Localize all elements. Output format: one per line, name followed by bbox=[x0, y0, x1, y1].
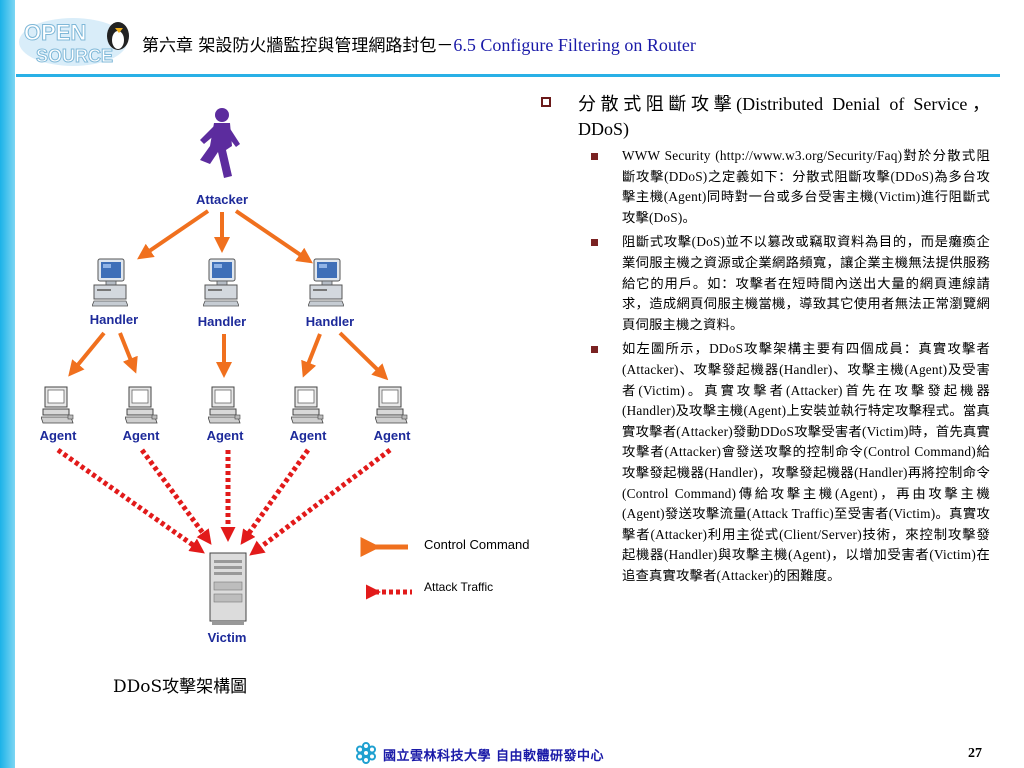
handler-node: Handler bbox=[198, 258, 246, 329]
victim-node: Victim bbox=[208, 552, 247, 645]
square-bullet-icon bbox=[591, 153, 598, 160]
main-bullet-text: 分散式阻斷攻擊(Distributed Denial of Service，DD… bbox=[578, 94, 990, 139]
handler-label: Handler bbox=[198, 314, 246, 329]
square-bullet-icon bbox=[591, 346, 598, 354]
agent-node: Agent bbox=[123, 386, 161, 443]
handler-label: Handler bbox=[90, 312, 138, 327]
svg-text:OPEN: OPEN bbox=[24, 20, 86, 45]
header-title-zh: 第六章 架設防火牆監控與管理網路封包－ bbox=[142, 36, 454, 56]
attacker-label: Attacker bbox=[196, 192, 248, 207]
attacker-node: Attacker bbox=[196, 108, 248, 207]
sub-bullet-text: 如左圖所示，DDoS攻擊架構主要有四個成員：真實攻擊者(Attacker)、攻擊… bbox=[622, 341, 990, 583]
snowflake-icon bbox=[356, 742, 376, 764]
running-person-icon bbox=[200, 108, 240, 178]
agent-computer-icon bbox=[208, 386, 241, 424]
left-accent-bar bbox=[0, 0, 15, 768]
handler-node: Handler bbox=[90, 258, 138, 327]
content-panel: 分散式阻斷攻擊(Distributed Denial of Service，DD… bbox=[538, 92, 990, 590]
sub-bullet-item: 阻斷式攻擊(DoS)並不以篡改或竊取資料為目的，而是癱瘓企業伺服主機之資源或企業… bbox=[538, 232, 990, 335]
attack-traffic-arrows bbox=[56, 447, 392, 556]
agent-label: Agent bbox=[40, 428, 78, 443]
agent-label: Agent bbox=[374, 428, 412, 443]
handler-computer-icon bbox=[92, 258, 128, 307]
header-divider bbox=[16, 74, 1000, 77]
svg-text:SOURCE: SOURCE bbox=[36, 46, 113, 66]
legend-attack-label: Attack Traffic bbox=[424, 580, 493, 594]
agent-computer-icon bbox=[291, 386, 324, 424]
control-arrows-to-agents bbox=[68, 331, 389, 381]
sub-bullet-text: WWW Security (http://www.w3.org/Security… bbox=[622, 148, 990, 225]
agent-computer-icon bbox=[125, 386, 158, 424]
handler-computer-icon bbox=[203, 258, 239, 307]
server-icon bbox=[209, 552, 247, 625]
agent-label: Agent bbox=[290, 428, 328, 443]
agent-label: Agent bbox=[123, 428, 161, 443]
page-number: 27 bbox=[968, 746, 982, 761]
open-source-logo: OPEN SOURCE bbox=[19, 18, 129, 67]
handler-label: Handler bbox=[306, 314, 354, 329]
square-bullet-icon bbox=[591, 239, 598, 247]
legend-control-label: Control Command bbox=[424, 537, 530, 552]
agent-node: Agent bbox=[290, 386, 328, 443]
footer-org: 國立雲林科技大學 自由軟體研發中心 bbox=[383, 749, 605, 764]
hollow-square-bullet-icon bbox=[541, 97, 551, 107]
ddos-diagram: Attacker Handler Handler Handler Agent A… bbox=[40, 108, 530, 645]
sub-bullet-item: 如左圖所示，DDoS攻擊架構主要有四個成員：真實攻擊者(Attacker)、攻擊… bbox=[538, 339, 990, 586]
handler-node: Handler bbox=[306, 258, 354, 329]
legend: Control Command Attack Traffic bbox=[360, 537, 530, 600]
header-title-en: 6.5 Configure Filtering on Router bbox=[453, 35, 696, 55]
main-bullet-item: 分散式阻斷攻擊(Distributed Denial of Service，DD… bbox=[538, 92, 990, 142]
diagram-caption: DDoS攻擊架構圖 bbox=[113, 677, 248, 697]
agent-computer-icon bbox=[375, 386, 408, 424]
sub-bullet-text: 阻斷式攻擊(DoS)並不以篡改或竊取資料為目的，而是癱瘓企業伺服主機之資源或企業… bbox=[622, 234, 990, 332]
agent-label: Agent bbox=[207, 428, 245, 443]
victim-label: Victim bbox=[208, 630, 247, 645]
sub-bullet-item: WWW Security (http://www.w3.org/Security… bbox=[538, 146, 990, 228]
agent-computer-icon bbox=[41, 386, 74, 424]
agent-node: Agent bbox=[207, 386, 245, 443]
agent-node: Agent bbox=[40, 386, 78, 443]
header-title: 第六章 架設防火牆監控與管理網路封包－6.5 Configure Filteri… bbox=[142, 31, 696, 56]
control-arrows-to-handlers bbox=[137, 209, 313, 264]
agent-node: Agent bbox=[374, 386, 412, 443]
handler-computer-icon bbox=[308, 258, 344, 307]
